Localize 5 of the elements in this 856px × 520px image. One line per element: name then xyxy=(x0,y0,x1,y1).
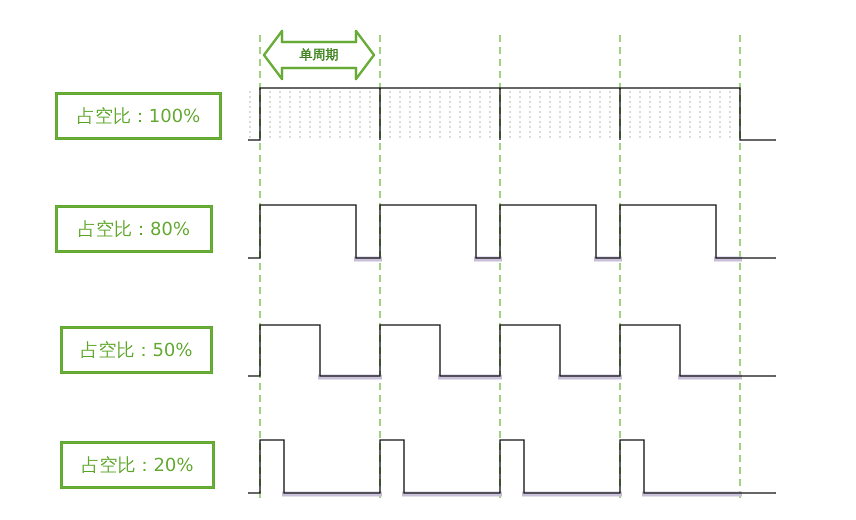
period-label: 单周期 xyxy=(300,47,338,64)
duty-cycle-label: 占空比：100% xyxy=(55,92,222,140)
duty-cycle-label: 占空比：20% xyxy=(60,441,215,489)
duty-cycle-label: 占空比：50% xyxy=(60,326,213,374)
duty-cycle-label: 占空比：80% xyxy=(55,205,213,253)
